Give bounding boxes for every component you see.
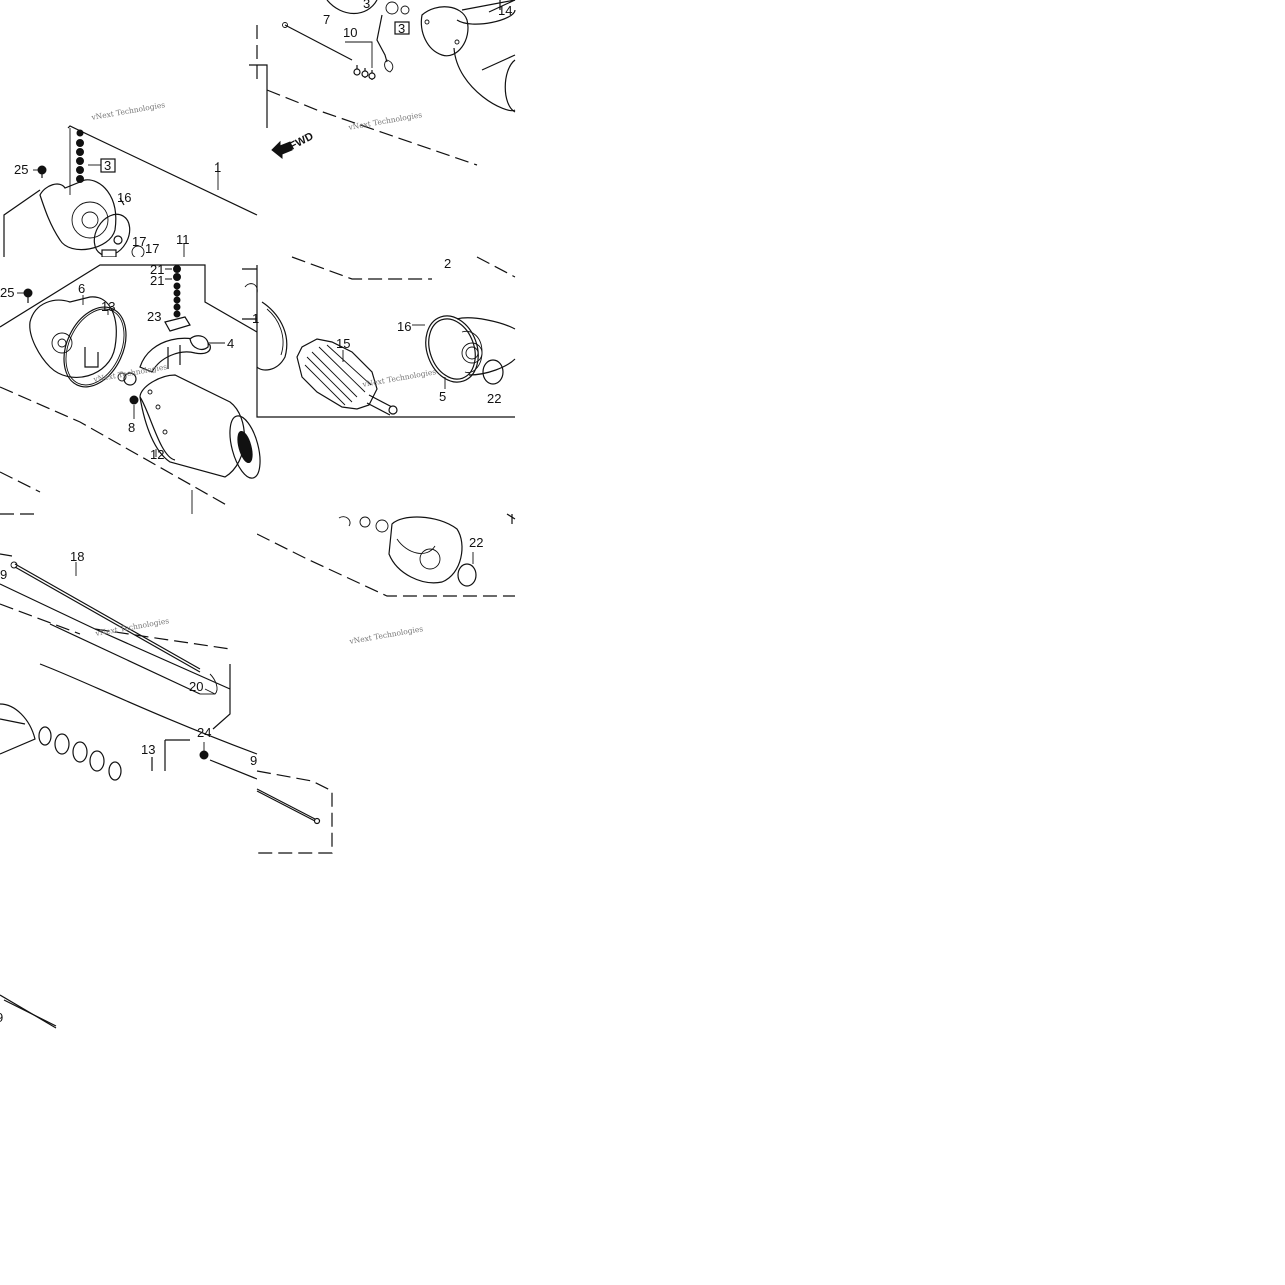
callout-22: 22: [487, 391, 501, 406]
watermark-mark: vNext Technologies: [348, 624, 424, 646]
callout-22: 22: [469, 535, 483, 550]
callout-20: 20: [189, 679, 203, 694]
callout-15: 15: [336, 336, 350, 351]
tile-bottom-left-drawing: 9: [0, 994, 57, 1029]
callout-25: 25: [0, 285, 14, 300]
callout-12: 12: [150, 447, 164, 462]
callout-18: 18: [70, 549, 84, 564]
callout-3b: 3: [398, 21, 405, 36]
callout-9: 9: [0, 1010, 3, 1025]
watermark-text: vNext Technologies: [361, 367, 437, 389]
tile-bolt-drawing: [256, 770, 333, 854]
callout-23: 23: [147, 309, 161, 324]
callout-21a: 21: [150, 262, 164, 277]
callout-9: 9: [0, 567, 7, 582]
tile-left-lower-drawing: vNext Technologies 18 9 20 13 24 9: [0, 513, 257, 781]
callout-3a: 3: [363, 0, 370, 11]
callout-21b: 21: [150, 273, 164, 288]
diagram-tile-left-lower: vNext Technologies 18 9 20 13 24 9: [0, 513, 257, 781]
callout-16: 16: [117, 190, 131, 205]
callout-11: 11: [176, 232, 190, 247]
diagram-tile-left-upper: vNext Technologies 25 3 1 16 17 17 11: [0, 100, 258, 259]
callout-25: 25: [14, 162, 28, 177]
callout-17b: 17: [145, 241, 159, 256]
tile-right-lower-drawing: 22: [256, 513, 516, 597]
callout-14: 14: [498, 3, 512, 18]
callout-17a: 17: [132, 234, 146, 249]
callout-1: 1: [214, 160, 221, 175]
diagram-tile-bolt: [256, 770, 337, 857]
diagram-tile-right-lower: 22: [256, 513, 516, 597]
tile-right-mid-drawing: vNext Technologies 2 16 15 5 22 1: [242, 256, 516, 418]
callout-7: 7: [323, 12, 330, 27]
watermark-text: vNext Technologies: [348, 624, 424, 646]
callout-3: 3: [104, 158, 111, 173]
tile-left-upper-drawing: vNext Technologies 25 3 1 16 17 17 11: [3, 100, 258, 259]
diagram-tile-center: vNext Technologies 25 6 13 21 21 23 4 8 …: [0, 257, 261, 514]
callout-5: 5: [439, 389, 446, 404]
watermark-text: vNext Technologies: [347, 110, 423, 132]
watermark-text: vNext Technologies: [94, 616, 170, 638]
callout-16: 16: [397, 319, 411, 334]
callout-10: 10: [343, 25, 357, 40]
callout-6: 6: [78, 281, 85, 296]
callout-1: 1: [252, 311, 259, 326]
fwd-arrow-label: FWD: [288, 130, 316, 152]
callout-13: 13: [141, 742, 155, 757]
diagram-tile-bottom-left: 9: [0, 990, 60, 1030]
callout-2: 2: [444, 256, 451, 271]
diagram-tile-right-mid: vNext Technologies 2 16 15 5 22 1: [242, 256, 516, 420]
tile-top-right-drawing: FWD vNext Technologies 7 10 3 3 14: [249, 0, 516, 166]
callout-4: 4: [227, 336, 234, 351]
tile-center-drawing: vNext Technologies 25 6 13 21 21 23 4 8 …: [0, 262, 261, 514]
diagram-tile-top-right: FWD vNext Technologies 7 10 3 3 14: [249, 0, 516, 166]
callout-9b: 9: [250, 753, 257, 768]
callout-8: 8: [128, 420, 135, 435]
watermark-text: vNext Technologies: [90, 100, 166, 122]
callout-13: 13: [101, 299, 115, 314]
callout-24: 24: [197, 725, 211, 740]
